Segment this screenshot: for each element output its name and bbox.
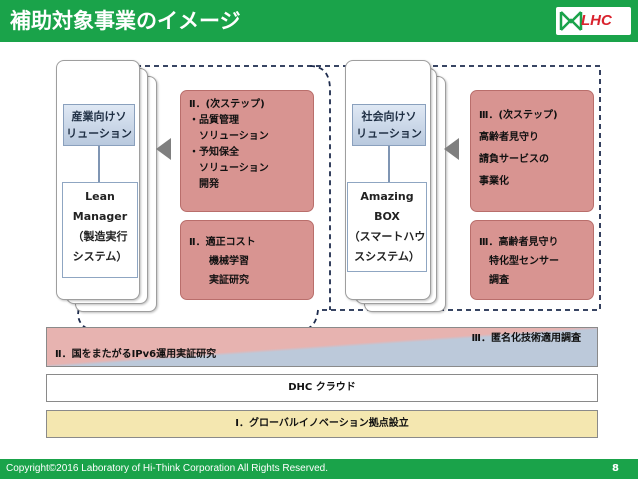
sensor-survey-box: Ⅲ．高齢者見守り 特化型センサー 調査 — [470, 220, 594, 300]
logo-text: LHC — [581, 12, 612, 29]
logo-mark-icon — [559, 11, 583, 31]
header-bar — [0, 0, 638, 42]
page-title: 補助対象事業のイメージ — [10, 9, 241, 33]
industry-solution-label: 産業向けソ リューション — [63, 104, 135, 146]
right-next-step-box: Ⅲ．(次ステップ) 高齢者見守り 請負サービスの 事業化 — [470, 90, 594, 212]
cost-ml-box: Ⅱ．適正コスト 機械学習 実証研究 — [180, 220, 314, 300]
company-logo — [556, 7, 631, 35]
ipv6-label: Ⅱ．国をまたがるIPv6運用実証研究 — [55, 349, 217, 360]
left-next-step-box: Ⅱ．(次ステップ) ・品質管理 ソリューション ・予知保全 ソリューション 開発 — [180, 90, 314, 212]
amazing-box: Amazing BOX （スマートハウ スシステム） — [347, 182, 427, 272]
lean-manager-box: Lean Manager （製造実行 システム） — [62, 182, 138, 278]
copyright-text: Copyright©2016 Laboratory of Hi-Think Co… — [6, 463, 328, 474]
ipv6-anonymization-bar: Ⅲ．匿名化技術適用調査 Ⅱ．国をまたがるIPv6運用実証研究 — [46, 327, 598, 367]
connector-line — [388, 146, 390, 182]
arrow-left-icon — [156, 138, 171, 160]
anonymization-label: Ⅲ．匿名化技術適用調査 — [471, 333, 581, 344]
social-solution-label: 社会向けソ リューション — [352, 104, 426, 146]
dhc-cloud-bar: DHC クラウド — [46, 374, 598, 402]
connector-line — [98, 146, 100, 182]
global-innovation-bar: Ⅰ．グローバルイノベーション拠点設立 — [46, 410, 598, 438]
footer-bar — [0, 459, 638, 479]
arrow-left-icon — [444, 138, 459, 160]
page-number: 8 — [612, 463, 619, 474]
